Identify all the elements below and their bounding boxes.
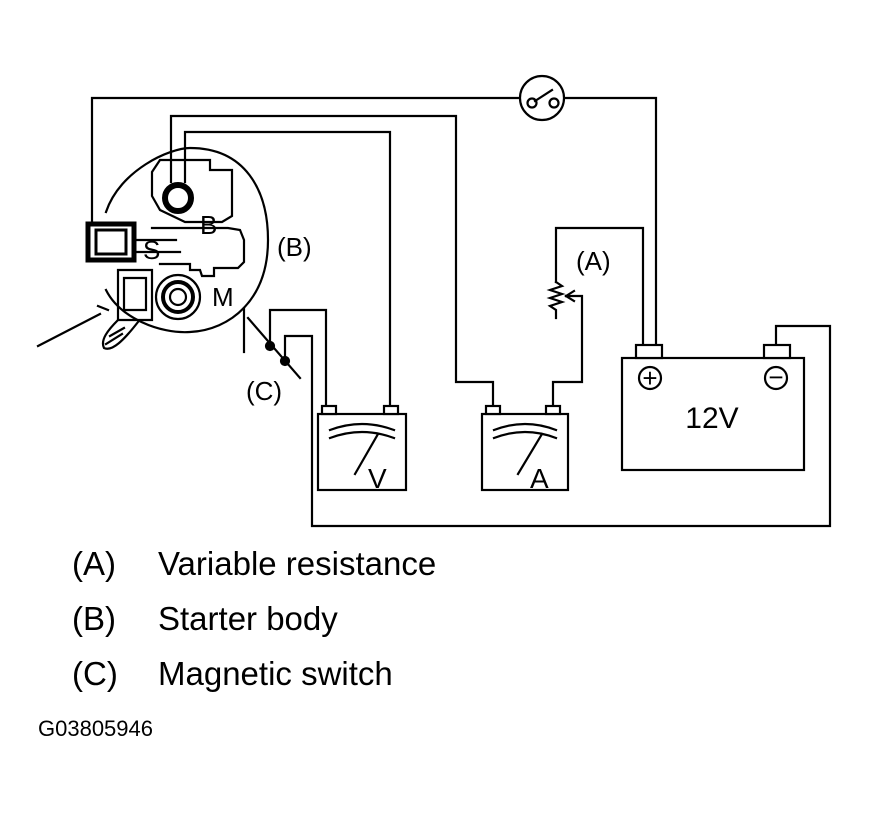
battery-voltage-label: 12V <box>685 402 738 435</box>
terminal-s-label: S <box>143 235 160 265</box>
legend-text: Magnetic switch <box>158 655 393 692</box>
battery-plus-label: + <box>642 363 657 393</box>
battery-icon <box>620 343 806 472</box>
wire-s-to-switch <box>90 96 522 240</box>
terminal-m-label: M <box>212 282 234 312</box>
variable-resistor-icon <box>546 280 584 408</box>
wire-ground-to-voltmeter <box>268 308 328 408</box>
legend-key: (A) <box>72 545 116 582</box>
legend-text: Starter body <box>158 600 338 637</box>
legend-key: (B) <box>72 600 116 637</box>
voltmeter-icon <box>316 404 408 492</box>
voltmeter-label: V <box>368 463 387 494</box>
callout-a-label: (A) <box>576 246 611 276</box>
wire-ground-to-battery-minus <box>283 324 832 528</box>
battery-minus-label: − <box>768 362 783 392</box>
wire-b-terminal-inner <box>183 130 392 408</box>
ammeter-icon <box>480 404 570 492</box>
s-terminal-connector-icon <box>85 221 137 263</box>
switch-icon <box>518 74 566 122</box>
callout-c-label: (C) <box>246 376 282 406</box>
ammeter-label: A <box>530 463 549 494</box>
wire-b-terminal-outer <box>169 114 495 408</box>
legend-key: (C) <box>72 655 118 692</box>
callout-b-label: (B) <box>277 232 312 262</box>
figure-code: G03805946 <box>38 716 153 741</box>
wire-switch-to-battery-inner <box>554 226 645 347</box>
legend-text: Variable resistance <box>158 545 437 582</box>
terminal-b-label: B <box>200 210 217 240</box>
wire-switch-to-battery <box>562 96 658 347</box>
